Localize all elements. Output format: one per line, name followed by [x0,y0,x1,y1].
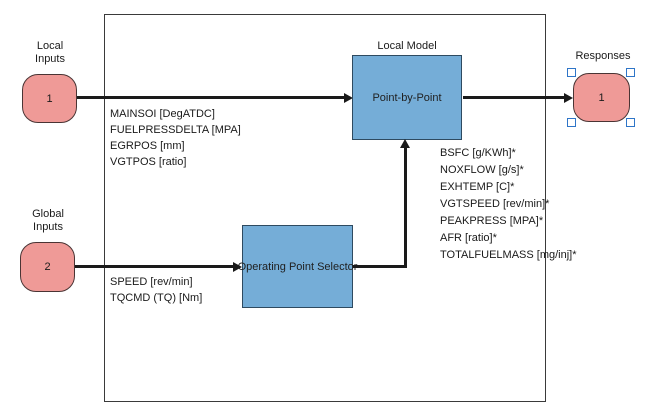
signal-label: MAINSOI [DegATDC] [110,108,215,120]
block-label: Operating Point Selector [237,260,358,273]
block-operating-point-selector[interactable]: Operating Point Selector [238,225,357,308]
responses-label: Responses [575,50,631,62]
local-input-signal-labels: MAINSOI [DegATDC] FUELPRESSDELTA [MPA] E… [110,106,241,170]
port-number: 2 [44,261,51,273]
signal-label: TQCMD (TQ) [Nm] [110,292,203,304]
signal-label: TOTALFUELMASS [mg/inj]* [440,249,577,261]
wire-pbp-to-responses[interactable] [463,96,566,99]
selection-handle-bottom-left[interactable] [567,118,576,127]
local-model-annotation: Local Model [377,40,437,52]
inport-local-inputs[interactable]: 1 [22,74,77,123]
signal-label: AFR [ratio]* [440,232,497,244]
port-number: 1 [598,91,605,104]
local-inputs-label: Local Inputs [35,40,65,65]
arrowhead-up-icon [400,139,410,148]
response-signal-labels: BSFC [g/KWh]* NOXFLOW [g/s]* EXHTEMP [C]… [440,145,577,264]
signal-label: VGTPOS [ratio] [110,156,187,168]
outport-responses[interactable]: 1 [573,73,630,122]
signal-label: VGTSPEED [rev/min]* [440,198,550,210]
arrowhead-right-icon [564,93,573,103]
arrowhead-right-icon [233,262,242,272]
signal-label: NOXFLOW [g/s]* [440,164,524,176]
wire-ops-to-pbp-horizontal[interactable] [353,265,407,268]
block-label: Point-by-Point [372,91,442,104]
global-inputs-label: Global Inputs [32,208,64,233]
global-input-signal-labels: SPEED [rev/min] TQCMD (TQ) [Nm] [110,274,202,306]
signal-label: EXHTEMP [C]* [440,181,515,193]
wire-local-to-pbp[interactable] [77,96,346,99]
inport-global-inputs[interactable]: 2 [20,242,75,292]
signal-label: SPEED [rev/min] [110,276,193,288]
signal-label: FUELPRESSDELTA [MPA] [110,124,241,136]
signal-label: PEAKPRESS [MPA]* [440,215,544,227]
selection-handle-bottom-right[interactable] [626,118,635,127]
wire-ops-to-pbp-vertical[interactable] [404,147,407,268]
port-number: 1 [46,92,53,105]
wire-global-to-ops[interactable] [75,265,235,268]
signal-label: BSFC [g/KWh]* [440,147,516,159]
block-point-by-point[interactable]: Point-by-Point [352,55,462,140]
outer-boundary-rect[interactable] [104,14,546,402]
selection-handle-top-left[interactable] [567,68,576,77]
signal-label: EGRPOS [mm] [110,140,185,152]
arrowhead-right-icon [344,93,353,103]
selection-handle-top-right[interactable] [626,68,635,77]
